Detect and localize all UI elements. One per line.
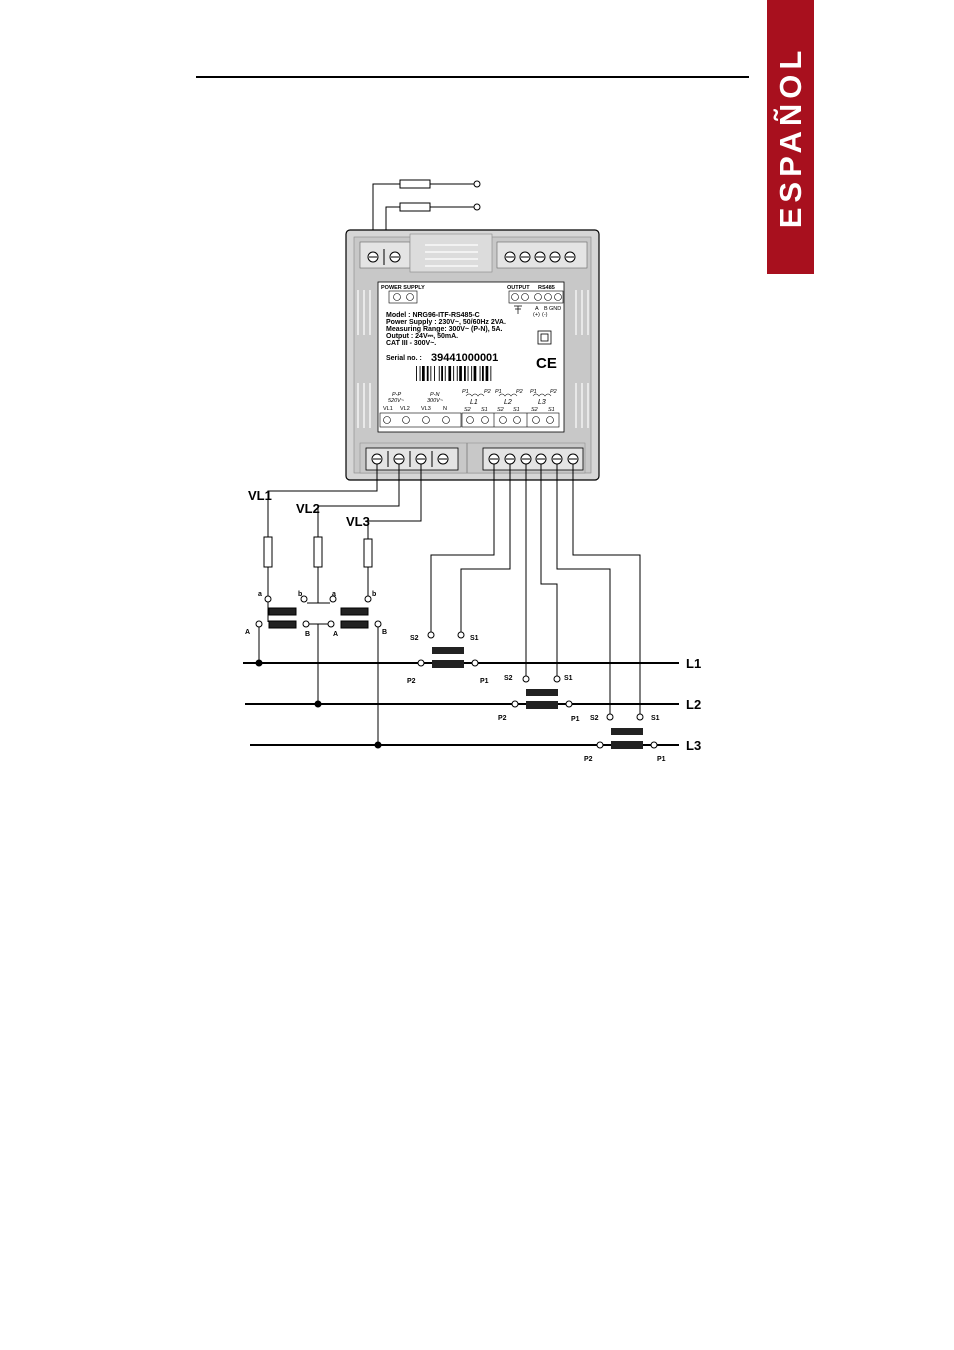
vl1-label: VL1 xyxy=(248,488,272,503)
phase-l2-label: L2 xyxy=(686,697,701,712)
ct1-s1-label: S1 xyxy=(470,635,479,642)
current-block-l2: P1 P2 L2 S2 S1 xyxy=(495,389,523,413)
ct2-s2-label: S2 xyxy=(504,675,513,682)
ct1-s2-label: S2 xyxy=(410,635,419,642)
l1-p2-label: P2 xyxy=(484,389,491,395)
vt2-B-label: B xyxy=(382,629,387,636)
rs485-terminal-gnd: GND xyxy=(549,306,561,312)
barcode xyxy=(416,366,492,381)
current-block-l3: P1 P2 L3 S2 S1 xyxy=(530,389,557,413)
rs485-polarity-minus: (-) xyxy=(542,312,548,318)
current-block-l1: P1 P2 L1 S2 S1 xyxy=(462,389,491,413)
serial-number: 39441000001 xyxy=(431,352,498,364)
l1-s1-label: S1 xyxy=(481,407,488,413)
phase-l1-label: L1 xyxy=(686,656,701,671)
supply-wiring xyxy=(372,179,481,254)
ct1-p2-label: P2 xyxy=(407,678,416,685)
current-transformer-l3 xyxy=(596,713,658,749)
l2-s1-label: S1 xyxy=(513,407,520,413)
vt2-a-label: a xyxy=(332,591,336,598)
power-supply-label: POWER SUPPLY xyxy=(381,285,425,291)
output-label: OUTPUT xyxy=(507,285,530,291)
l1-s2-label: S2 xyxy=(464,407,471,413)
pp-label: P-P xyxy=(392,392,402,398)
vt2-A-label: A xyxy=(333,631,338,638)
ct3-s1-label: S1 xyxy=(651,715,660,722)
plate-terminal-vl2: VL2 xyxy=(400,406,410,412)
l2-p1-label: P1 xyxy=(495,389,502,395)
ce-mark: CE xyxy=(536,355,557,372)
vt1-A-label: A xyxy=(245,629,250,636)
current-transformer-l2 xyxy=(511,675,573,709)
plate-terminal-n: N xyxy=(443,406,447,412)
phase-l3-label: L3 xyxy=(686,738,701,753)
ct2-s1-label: S1 xyxy=(564,675,573,682)
top-terminal-screws xyxy=(367,249,576,265)
current-transformer-l1 xyxy=(417,631,479,668)
phase-lines xyxy=(243,662,679,746)
rs485-terminal-a: A xyxy=(535,306,539,312)
ct1-p1-label: P1 xyxy=(480,678,489,685)
ct2-p2-label: P2 xyxy=(498,715,507,722)
l3-p1-label: P1 xyxy=(530,389,537,395)
ct3-s2-label: S2 xyxy=(590,715,599,722)
measuring-range-text: Measuring Range: 300V~ (P-N), 5A. xyxy=(386,326,503,333)
l2-s2-label: S2 xyxy=(497,407,504,413)
voltage-wiring xyxy=(255,464,422,745)
vl2-label: VL2 xyxy=(296,501,320,516)
pn-label: P-N xyxy=(430,392,440,398)
l2-p2-label: P2 xyxy=(516,389,523,395)
output-text: Output : 24V⎓, 50mA. xyxy=(386,333,458,340)
l3-plate-label: L3 xyxy=(538,399,546,406)
ct3-p1-label: P1 xyxy=(657,756,666,763)
power-supply-text: Power Supply : 230V~, 50/60Hz 2VA. xyxy=(386,319,506,326)
rs485-label: RS485 xyxy=(538,285,555,291)
output-transistor-icon xyxy=(514,305,522,314)
vt1-a-label: a xyxy=(258,591,262,598)
ct3-p2-label: P2 xyxy=(584,756,593,763)
pn-value: 300V~ xyxy=(427,398,444,404)
rs485-terminal-b: B xyxy=(544,306,548,312)
l1-p1-label: P1 xyxy=(462,389,469,395)
model-text: Model : NRG96-ITF-RS485-C xyxy=(386,312,480,319)
l1-plate-label: L1 xyxy=(470,399,478,406)
language-tab: ESPAÑOL xyxy=(767,0,814,274)
l2-plate-label: L2 xyxy=(504,399,512,406)
vt1-b-label: b xyxy=(298,591,302,598)
l3-s2-label: S2 xyxy=(531,407,538,413)
vl3-label: VL3 xyxy=(346,514,370,529)
category-text: CAT III - 300V~. xyxy=(386,340,436,347)
l3-p2-label: P2 xyxy=(550,389,557,395)
plate-terminal-vl1: VL1 xyxy=(383,406,393,412)
vt2-b-label: b xyxy=(372,591,376,598)
vt1-B-label: B xyxy=(305,631,310,638)
current-wiring xyxy=(430,464,641,714)
header-rule xyxy=(196,76,749,78)
rs485-polarity-plus: (+) xyxy=(533,312,540,318)
ct2-p1-label: P1 xyxy=(571,716,580,723)
label-plate: POWER SUPPLY OUTPUT RS485 A B GND (+) (-… xyxy=(379,285,564,428)
l3-s1-label: S1 xyxy=(548,407,555,413)
serial-label: Serial no. : xyxy=(386,355,422,362)
pp-value: 520V~ xyxy=(388,398,405,404)
plate-terminal-vl3: VL3 xyxy=(421,406,431,412)
